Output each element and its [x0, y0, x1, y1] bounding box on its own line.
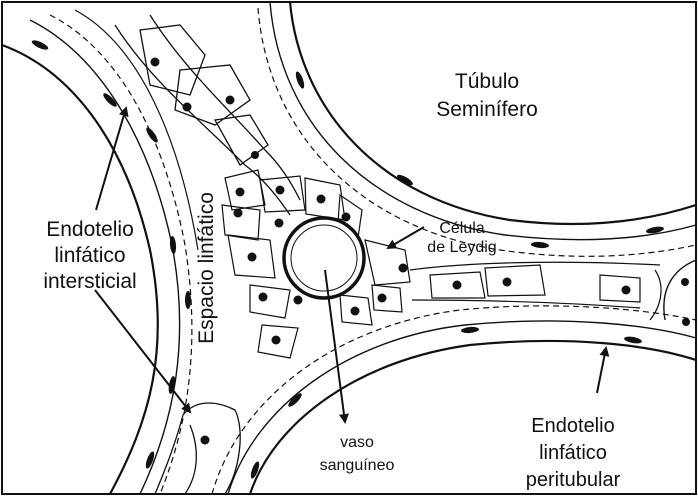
label-endo-peri-line1: Endotelio — [531, 415, 614, 437]
label-tubule-line2: Seminífero — [436, 98, 538, 121]
label-leydig-line2: de Leydig — [427, 239, 496, 256]
label-endo-inter-line3: intersticial — [43, 270, 136, 293]
label-endo-inter-line1: Endotelio — [46, 218, 134, 241]
label-endo-inter-line2: linfático — [54, 244, 125, 267]
label-lymph-space: Espacio linfático — [195, 192, 218, 344]
label-tubule-line1: Túbulo — [455, 70, 519, 93]
label-leydig-line1: Célula — [439, 220, 484, 237]
label-vessel-line1: vaso — [340, 434, 374, 451]
label-vessel-line2: sanguíneo — [320, 457, 395, 474]
label-endo-peri-line3: peritubular — [526, 469, 621, 491]
blood-vessel — [284, 218, 364, 298]
label-endo-peri-line2: linfático — [539, 442, 607, 464]
